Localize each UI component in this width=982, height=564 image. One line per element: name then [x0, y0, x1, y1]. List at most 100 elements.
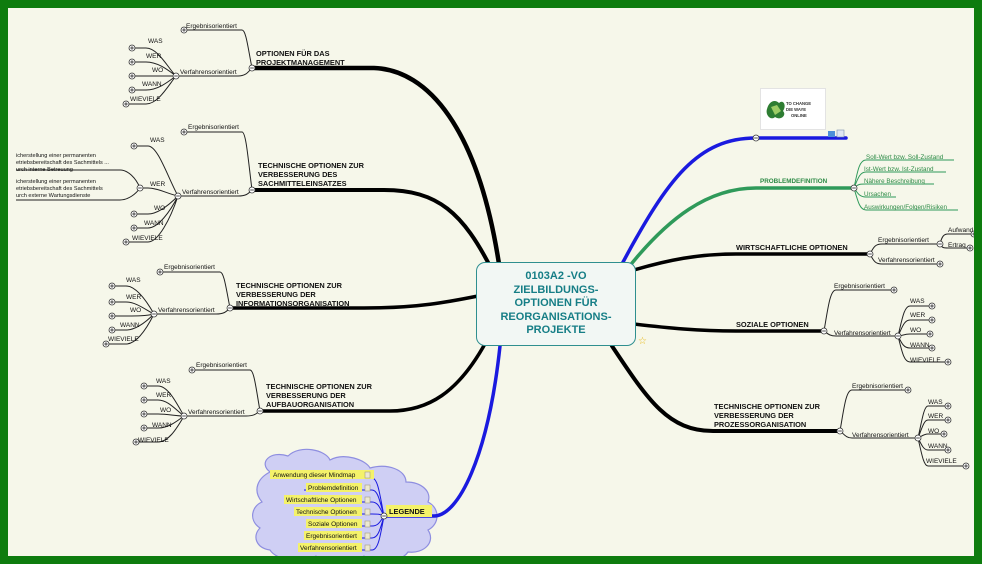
prozess-title-1: TECHNISCHE OPTIONEN ZUR: [714, 402, 821, 411]
star-icon: ☆: [638, 336, 647, 347]
prozess-ergebnis: Ergebnisorientiert: [852, 383, 903, 390]
sachmittel-note-1: icherstellung einer permanenten: [16, 153, 96, 159]
sachmittel-note-6: urch externe Wartungsdienste: [16, 193, 90, 199]
prozess-wer: WER: [928, 413, 943, 420]
wirtschaft-ergebnis: Ergebnisorientiert: [878, 237, 929, 244]
logo-text-1: TO CHANGE: [786, 101, 811, 106]
information-title-2: VERBESSERUNG DER: [236, 290, 316, 299]
sachmittel-title-2: VERBESSERUNG DES: [258, 170, 337, 179]
problem-item-2: Ist-Wert bzw. Ist-Zustand: [864, 166, 934, 173]
legend-item-7[interactable]: Verfahrensorientiert: [300, 545, 357, 552]
sachmittel-note-4: icherstellung einer permanenten: [16, 179, 96, 185]
problem-title: PROBLEMDEFINITION: [760, 178, 828, 185]
central-line-5: PROJEKTE: [526, 324, 586, 337]
branch-line-projektmanagement: [249, 65, 502, 267]
aufbau-title-1: TECHNISCHE OPTIONEN ZUR: [266, 382, 373, 391]
wirtschaft-ertrag: Ertrag: [948, 242, 966, 249]
aufbau-wer: WER: [156, 392, 171, 399]
legend-item-6[interactable]: Ergebnisorientiert: [306, 533, 357, 540]
central-line-1: 0103A2 -VO: [525, 270, 587, 283]
sachmittel-note-3: urch interne Betreuung: [16, 167, 73, 173]
problem-item-3: Nähere Beschreibung: [864, 178, 925, 185]
sachmittel-wo: WO: [154, 205, 165, 212]
aufbau-wieviele: WIEVIELE: [138, 437, 169, 444]
sozial-wieviele: WIEVIELE: [910, 357, 941, 364]
branch-line-information: [228, 294, 480, 310]
mindmap-canvas: OPTIONEN FÜR DAS PROJEKTMANAGEMENT Ergeb…: [16, 23, 977, 556]
node-toggles[interactable]: [102, 26, 977, 520]
information-wann: WANN: [120, 322, 140, 329]
logo: TO CHANGE DIE WAYE ONLINE: [760, 88, 826, 130]
branch-line-wirtschaft: [632, 252, 872, 272]
central-line-3: OPTIONEN FÜR: [514, 297, 598, 310]
prozess-wo: WO: [928, 428, 939, 435]
sachmittel-note-2: etriebsbereitschaft des Sachmittels ...: [16, 160, 109, 166]
prozess-title-3: PROZESSORGANISATION: [714, 420, 806, 429]
prozess-verfahren: Verfahrensorientiert: [852, 432, 909, 439]
problem-item-4: Ursachen: [864, 191, 891, 198]
problem-item-1: Soll-Wert bzw. Soll-Zustand: [866, 154, 944, 161]
information-was: WAS: [126, 277, 141, 284]
sachmittel-wieviele: WIEVIELE: [132, 235, 163, 242]
legend-title: LEGENDE: [389, 507, 425, 516]
logo-text-2: DIE WAYE: [786, 107, 806, 112]
legend-item-3[interactable]: Wirtschaftliche Optionen: [286, 497, 357, 504]
sachmittel-verfahren: Verfahrensorientiert: [182, 189, 239, 196]
information-title-3: INFORMATIONSORGANISATION: [236, 299, 349, 308]
branch-line-sozial: [632, 322, 826, 333]
logo-text-3: ONLINE: [791, 113, 807, 118]
sachmittel-title-1: TECHNISCHE OPTIONEN ZUR: [258, 161, 365, 170]
projektmanagement-title-2: PROJEKTMANAGEMENT: [256, 58, 345, 67]
legend-item-5[interactable]: Soziale Optionen: [308, 521, 358, 528]
projektmanagement-title-1: OPTIONEN FÜR DAS: [256, 49, 330, 58]
wirtschaft-verfahren: Verfahrensorientiert: [878, 257, 935, 264]
projektmanagement-ergebnis: Ergebnisorientiert: [186, 23, 237, 30]
aufbau-title-2: VERBESSERUNG DER: [266, 391, 346, 400]
information-wo: WO: [130, 307, 141, 314]
sozial-title: SOZIALE OPTIONEN: [736, 320, 809, 329]
central-line-2: ZIELBILDUNGS-: [513, 283, 599, 296]
wirtschaft-title: WIRTSCHAFTLICHE OPTIONEN: [736, 243, 848, 252]
projektmanagement-wo: WO: [152, 67, 163, 74]
sozial-ergebnis: Ergebnisorientiert: [834, 283, 885, 290]
aufbau-ergebnis: Ergebnisorientiert: [196, 362, 247, 369]
sachmittel-wann: WANN: [144, 220, 164, 227]
problem-item-5: Auswirkungen/Folgen/Risiken: [864, 204, 947, 211]
sozial-verfahren: Verfahrensorientiert: [834, 330, 891, 337]
information-wieviele: WIEVIELE: [108, 336, 139, 343]
wirtschaft-aufwand: Aufwand: [948, 227, 974, 234]
sozial-wann: WANN: [910, 342, 930, 349]
branch-line-legend: [382, 344, 502, 518]
information-verfahren: Verfahrensorientiert: [158, 307, 215, 314]
sachmittel-was: WAS: [150, 137, 165, 144]
prozess-wieviele: WIEVIELE: [926, 458, 957, 465]
branch-line-aufbau: [258, 340, 488, 413]
link-icon[interactable]: [828, 129, 845, 138]
sozial-was: WAS: [910, 298, 925, 305]
legend-link-icons[interactable]: [364, 471, 371, 552]
logo-graphic: TO CHANGE DIE WAYE ONLINE: [766, 101, 811, 119]
projektmanagement-wer: WER: [146, 53, 161, 60]
central-topic[interactable]: 0103A2 -VO ZIELBILDUNGS- OPTIONEN FÜR RE…: [476, 262, 636, 346]
expand-node-icon[interactable]: [970, 230, 977, 238]
legend-item-2[interactable]: Problemdefinition: [308, 485, 359, 492]
branch-line-problem: [626, 186, 856, 270]
legend-items: [270, 470, 374, 552]
information-wer: WER: [126, 294, 141, 301]
prozess-wann: WANN: [928, 443, 948, 450]
sozial-wo: WO: [910, 327, 921, 334]
aufbau-wo: WO: [160, 407, 171, 414]
legend-item-1[interactable]: Anwendung dieser Mindmap: [273, 472, 356, 479]
projektmanagement-wieviele: WIEVIELE: [130, 96, 161, 103]
sachmittel-wer: WER: [150, 181, 165, 188]
central-line-4: REORGANISATIONS-: [500, 310, 612, 323]
legend-item-4[interactable]: Technische Optionen: [296, 509, 357, 516]
sozial-wer: WER: [910, 312, 925, 319]
aufbau-verfahren: Verfahrensorientiert: [188, 409, 245, 416]
aufbau-was: WAS: [156, 378, 171, 385]
information-ergebnis: Ergebnisorientiert: [164, 264, 215, 271]
sachmittel-note-5: etriebsbereitschaft des Sachmittels: [16, 186, 103, 192]
branch-line-prozess: [610, 344, 842, 433]
prozess-title-2: VERBESSERUNG DER: [714, 411, 794, 420]
